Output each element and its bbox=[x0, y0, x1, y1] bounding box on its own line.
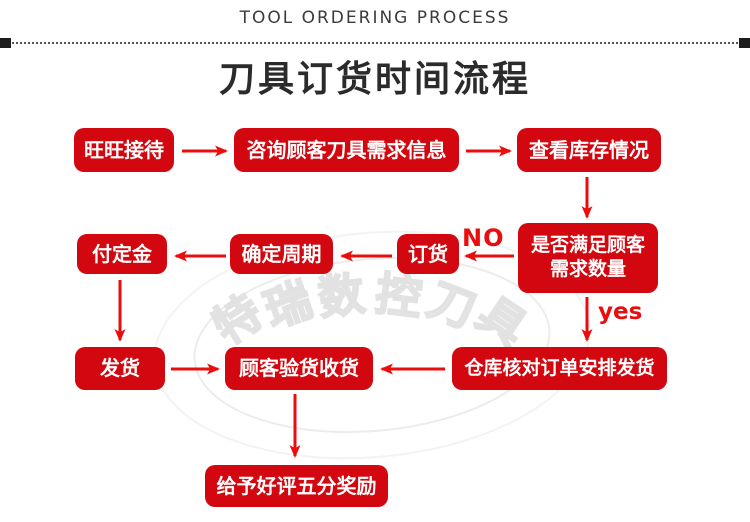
flow-node-inquiry: 咨询顾客刀具需求信息 bbox=[234, 128, 459, 172]
flow-node-decision: 是否满足顾客需求数量 bbox=[518, 223, 658, 293]
branch-label-no: NO bbox=[462, 224, 505, 252]
page-title: 刀具订货时间流程 bbox=[218, 59, 531, 100]
flow-node-confirm-cycle: 确定周期 bbox=[230, 234, 333, 274]
divider-end-cap-right bbox=[739, 38, 750, 48]
divider-end-cap-left bbox=[0, 38, 11, 48]
flow-node-pay-deposit: 付定金 bbox=[77, 234, 167, 274]
branch-label-yes: yes bbox=[598, 299, 643, 325]
dotted-divider bbox=[0, 42, 750, 44]
flow-node-reward: 给予好评五分奖励 bbox=[205, 465, 388, 507]
flow-node-check-stock: 查看库存情况 bbox=[517, 128, 661, 172]
flow-node-ship: 发货 bbox=[75, 347, 165, 390]
eyebrow-title: TOOL ORDERING PROCESS bbox=[239, 8, 511, 28]
flow-node-reception: 旺旺接待 bbox=[74, 128, 174, 172]
flow-node-order: 订货 bbox=[397, 234, 459, 274]
flow-node-warehouse: 仓库核对订单安排发货 bbox=[452, 347, 667, 390]
flow-node-customer-receive: 顾客验货收货 bbox=[225, 347, 373, 390]
